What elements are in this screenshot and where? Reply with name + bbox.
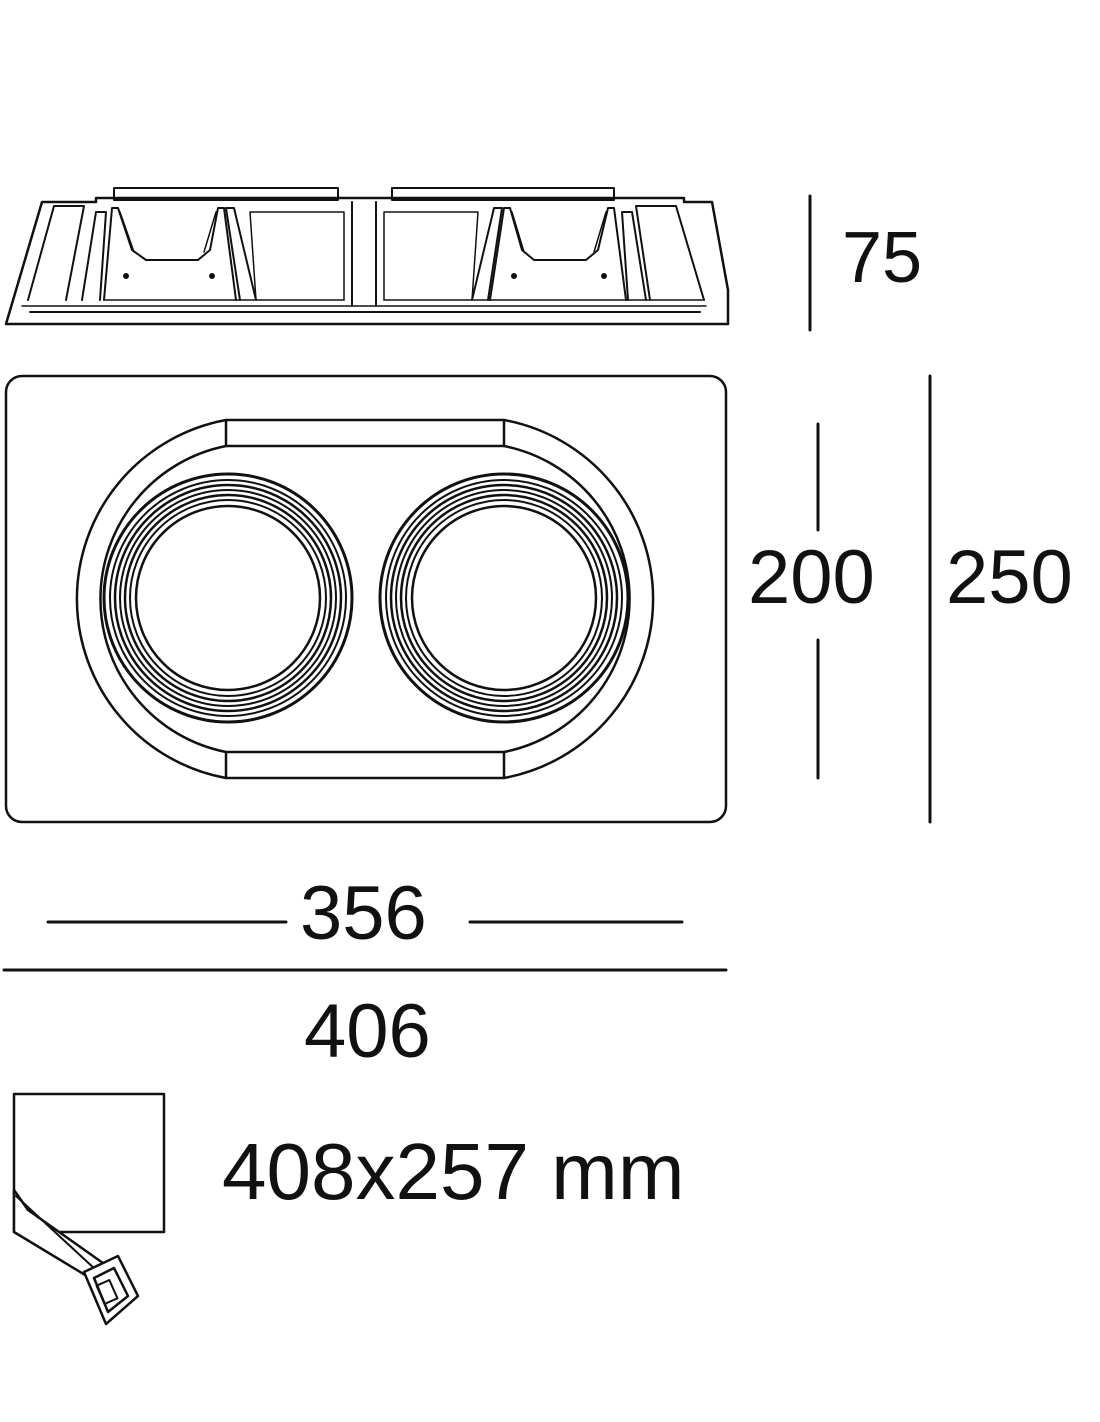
outer-height-label: 250 [946, 535, 1073, 620]
top-view [4, 374, 728, 824]
right-lamp [378, 472, 630, 724]
cutout-size-label: 408x257 mm [222, 1127, 685, 1216]
inner-height-label: 200 [748, 535, 875, 620]
left-lamp [102, 472, 354, 724]
outer-width-label: 406 [304, 989, 431, 1074]
side-view [4, 187, 730, 326]
height-label: 75 [842, 218, 923, 298]
cutout-icon [12, 1092, 166, 1326]
inner-width-label: 356 [300, 871, 427, 956]
